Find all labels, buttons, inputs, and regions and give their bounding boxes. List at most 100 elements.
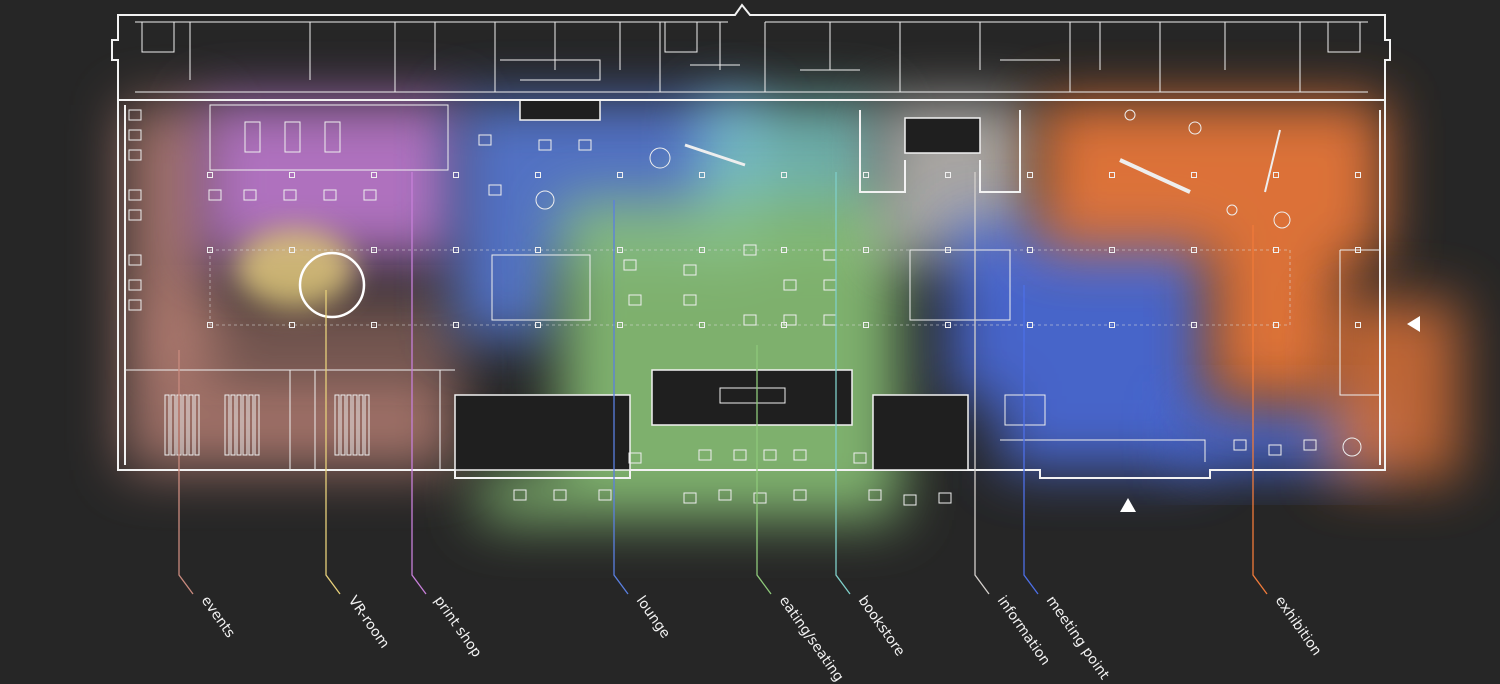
exhibition-leader-line bbox=[1252, 225, 1268, 595]
column bbox=[371, 322, 377, 328]
column bbox=[1355, 322, 1361, 328]
table bbox=[1268, 444, 1282, 456]
seating-row bbox=[170, 394, 176, 456]
column bbox=[289, 172, 295, 178]
seating-row bbox=[334, 394, 340, 456]
column bbox=[863, 322, 869, 328]
round-table bbox=[649, 147, 671, 169]
column bbox=[1027, 172, 1033, 178]
column bbox=[1355, 172, 1361, 178]
table bbox=[513, 489, 527, 501]
table bbox=[763, 449, 777, 461]
seating-row bbox=[182, 394, 188, 456]
column bbox=[617, 322, 623, 328]
column bbox=[1355, 247, 1361, 253]
round-table bbox=[1273, 211, 1291, 229]
column bbox=[1273, 247, 1279, 253]
table bbox=[128, 254, 142, 266]
table bbox=[363, 189, 377, 201]
table bbox=[853, 452, 867, 464]
column bbox=[1273, 322, 1279, 328]
column bbox=[207, 172, 213, 178]
round-table bbox=[535, 190, 555, 210]
triangle-up-icon bbox=[1120, 498, 1136, 512]
column bbox=[207, 322, 213, 328]
table bbox=[128, 129, 142, 141]
table bbox=[128, 109, 142, 121]
table bbox=[628, 294, 642, 306]
seating-row bbox=[164, 394, 170, 456]
column bbox=[945, 172, 951, 178]
events-zone bbox=[160, 300, 460, 370]
table bbox=[938, 492, 952, 504]
exhibition-zone bbox=[1330, 300, 1460, 480]
table bbox=[208, 189, 222, 201]
column bbox=[289, 247, 295, 253]
table bbox=[783, 279, 797, 291]
seating-row bbox=[358, 394, 364, 456]
round-table bbox=[1226, 204, 1238, 216]
seating-row bbox=[194, 394, 200, 456]
vr-room-leader-line bbox=[325, 290, 341, 595]
column bbox=[1191, 322, 1197, 328]
zone-heatmap bbox=[125, 100, 1460, 520]
table bbox=[128, 279, 142, 291]
table bbox=[783, 314, 797, 326]
table bbox=[623, 259, 637, 271]
vr-room-zone bbox=[235, 228, 355, 308]
table bbox=[598, 489, 612, 501]
column bbox=[207, 247, 213, 253]
exhibition-label: exhibition bbox=[1272, 593, 1325, 659]
table bbox=[1303, 439, 1317, 451]
column bbox=[453, 247, 459, 253]
meeting-point-leader-line bbox=[1023, 285, 1039, 595]
column bbox=[863, 172, 869, 178]
events-label: events bbox=[198, 593, 238, 641]
column bbox=[781, 172, 787, 178]
seating-row bbox=[224, 394, 230, 456]
column bbox=[535, 172, 541, 178]
seating-row bbox=[230, 394, 236, 456]
table bbox=[628, 452, 642, 464]
information-leader-line bbox=[974, 172, 990, 595]
display-wall bbox=[1119, 158, 1191, 194]
seating-row bbox=[254, 394, 260, 456]
bookstore-leader-line bbox=[835, 172, 851, 595]
column bbox=[781, 247, 787, 253]
column bbox=[371, 172, 377, 178]
table bbox=[683, 264, 697, 276]
table bbox=[283, 189, 297, 201]
vr-room-label: VR-room bbox=[345, 593, 393, 651]
table bbox=[323, 189, 337, 201]
table bbox=[903, 494, 917, 506]
table bbox=[553, 489, 567, 501]
column bbox=[1109, 322, 1115, 328]
main-hall bbox=[117, 99, 1386, 506]
table bbox=[128, 149, 142, 161]
bookstore-label: bookstore bbox=[855, 593, 908, 659]
table bbox=[243, 189, 257, 201]
column bbox=[945, 247, 951, 253]
table bbox=[733, 449, 747, 461]
seating-row bbox=[188, 394, 194, 456]
table bbox=[488, 184, 502, 196]
round-table bbox=[1342, 437, 1362, 457]
triangle-left-icon bbox=[1407, 316, 1420, 332]
column bbox=[453, 172, 459, 178]
column bbox=[863, 247, 869, 253]
events-leader-line bbox=[178, 350, 194, 595]
column bbox=[617, 172, 623, 178]
column bbox=[1109, 172, 1115, 178]
column bbox=[617, 247, 623, 253]
column bbox=[1109, 247, 1115, 253]
seating-row bbox=[248, 394, 254, 456]
column bbox=[1273, 172, 1279, 178]
table bbox=[743, 314, 757, 326]
seating-row bbox=[236, 394, 242, 456]
column bbox=[699, 322, 705, 328]
table bbox=[718, 489, 732, 501]
table bbox=[128, 189, 142, 201]
meeting-point-zone bbox=[950, 220, 1210, 470]
column bbox=[535, 322, 541, 328]
